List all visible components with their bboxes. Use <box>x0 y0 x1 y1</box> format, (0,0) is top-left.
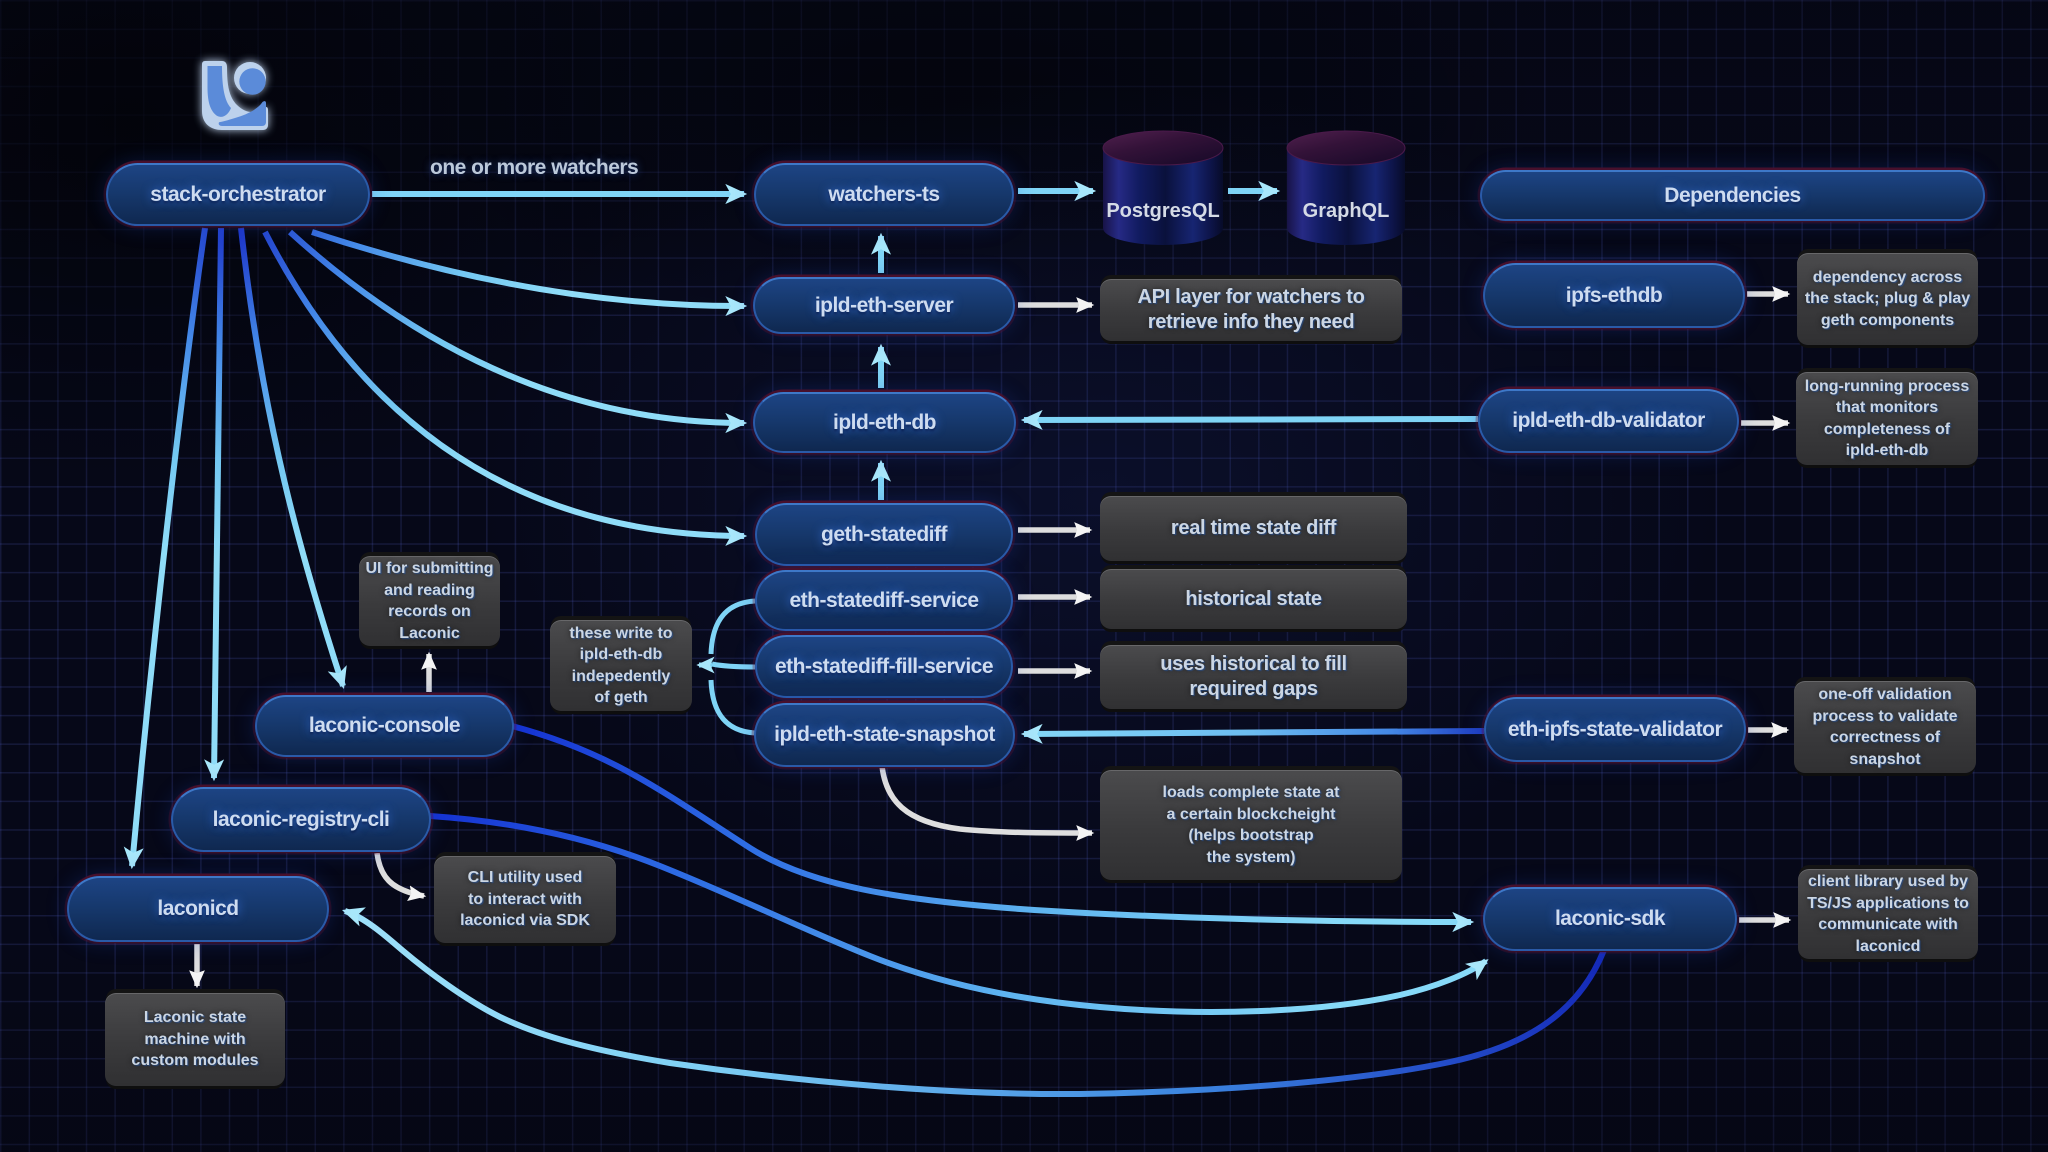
svg-text:PostgresQL: PostgresQL <box>1106 200 1219 222</box>
svg-text:GraphQL: GraphQL <box>1303 200 1390 222</box>
